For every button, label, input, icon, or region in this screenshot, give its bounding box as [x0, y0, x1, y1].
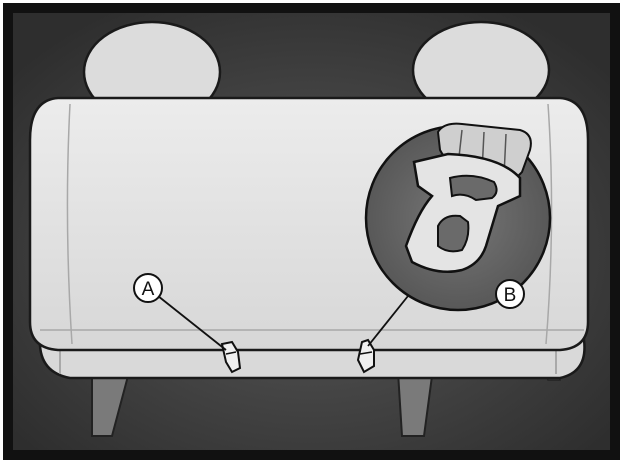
latch-b	[356, 338, 375, 374]
latch-plate-icon	[404, 152, 522, 273]
latch-a	[220, 340, 242, 374]
callout-b: B	[495, 279, 525, 309]
magnified-inset	[364, 122, 552, 312]
leader-line-a	[157, 295, 227, 351]
callout-b-label: B	[504, 285, 517, 306]
callout-a: A	[133, 273, 163, 303]
seat-seams	[40, 103, 584, 345]
callout-a-label: A	[142, 279, 155, 300]
leader-line-b	[367, 295, 409, 347]
